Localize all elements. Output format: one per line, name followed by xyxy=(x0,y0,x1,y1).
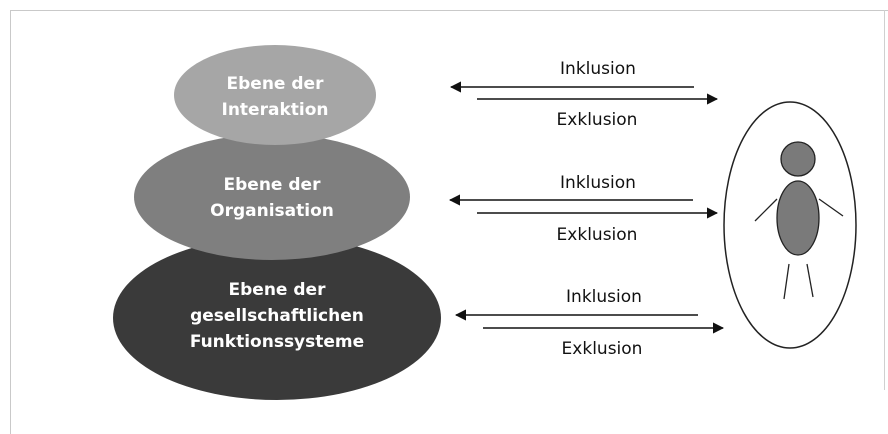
level-funktionssysteme-line1: Ebene der xyxy=(229,280,327,300)
level-organisation-line1: Ebene der xyxy=(224,175,322,195)
level-funktionssysteme-line3: Funktionssysteme xyxy=(190,332,364,352)
inklusion-label-2: Inklusion xyxy=(560,173,636,193)
person-leg-right xyxy=(806,263,814,298)
exklusion-label-3: Exklusion xyxy=(562,339,643,359)
person-head xyxy=(780,141,816,177)
exklusion-label-2: Exklusion xyxy=(557,225,638,245)
person-arm-left xyxy=(754,198,778,222)
level-interaktion-line1: Ebene der xyxy=(227,74,325,94)
diagram-frame xyxy=(10,10,888,434)
level-ellipse-organisation xyxy=(134,134,410,260)
person-body xyxy=(776,180,820,256)
person-icon xyxy=(754,141,844,300)
level-interaktion-line2: Interaktion xyxy=(222,100,329,120)
inklusion-label-1: Inklusion xyxy=(560,59,636,79)
person-arm-right xyxy=(818,198,844,217)
person-leg-left xyxy=(783,263,790,300)
exklusion-label-1: Exklusion xyxy=(557,110,638,130)
level-organisation-line2: Organisation xyxy=(210,201,334,221)
level-funktionssysteme-line2: gesellschaftlichen xyxy=(190,306,364,326)
frame-right-edge xyxy=(884,10,885,390)
level-ellipse-interaktion xyxy=(174,45,376,145)
inklusion-label-3: Inklusion xyxy=(566,287,642,307)
level-ellipse-funktionssysteme xyxy=(113,236,441,400)
